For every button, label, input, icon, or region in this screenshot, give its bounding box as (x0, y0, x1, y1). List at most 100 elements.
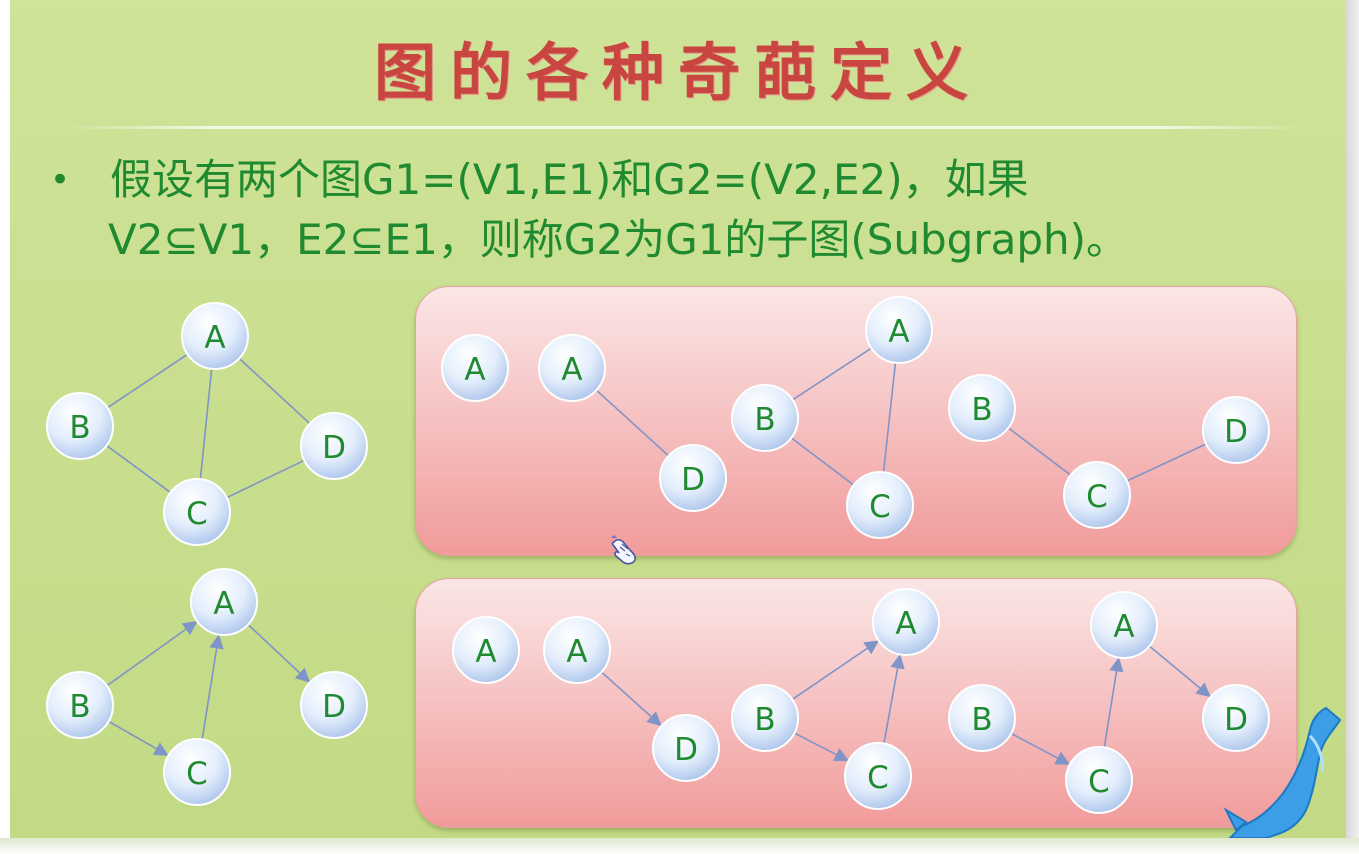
undirected-subgraph-3-node-C: C (846, 471, 914, 539)
slide: 图的各种奇葩定义 • 假设有两个图G1=(V1,E1)和G2=(V2,E2)，如… (10, 0, 1346, 838)
directed-subgraph-2-node-label-A: A (566, 634, 587, 670)
graph-1-node-circle-A (181, 302, 249, 370)
slide-title: 图的各种奇葩定义 (373, 36, 982, 109)
undirected-subgraph-3-node-label-B: B (754, 402, 775, 438)
undirected-subgraph-3-node-circle-A (865, 296, 933, 364)
undirected-subgraph-4-node-circle-B (948, 374, 1016, 442)
undirected-subgraph-3-node-B: B (731, 384, 799, 452)
directed-subgraph-3-node-label-C: C (867, 760, 889, 796)
directed-subgraph-4-node-C: C (1065, 746, 1133, 814)
graph-1-node-D: D (300, 412, 368, 480)
undirected-subgraph-4-node-label-B: B (971, 392, 992, 428)
directed-subgraph-1-node-label-A: A (475, 634, 496, 670)
undirected-subgraph-3-edge-A-C (882, 362, 897, 473)
directed-subgraph-4-node-circle-A (1090, 591, 1158, 659)
undirected-subgraph-2-node-circle-D (659, 444, 727, 512)
graph-2-node-label-D: D (322, 689, 346, 725)
graph-2-edge-A-D (247, 623, 311, 683)
undirected-subgraph-4-node-circle-D (1202, 396, 1270, 464)
graph-1-node-label-C: C (186, 496, 208, 532)
undirected-subgraph-2-node-label-A: A (561, 352, 582, 388)
directed-subgraph-2-edge-A-D (601, 671, 662, 727)
directed-subgraph-3-node-label-A: A (895, 606, 916, 642)
undirected-subgraph-3-node-label-A: A (888, 314, 909, 350)
directed-subgraph-4-edge-A-D (1148, 645, 1211, 698)
graph-2-edge-B-A (106, 620, 198, 687)
graph-1-edge-B-C (106, 444, 171, 494)
undirected-subgraph-1-node-label-A: A (464, 352, 485, 388)
directed-subgraph-4-node-B: B (948, 684, 1016, 752)
directed-subgraph-4-node-label-B: B (971, 702, 992, 738)
directed-subgraph-3-node-C: C (844, 742, 912, 810)
directed-subgraph-3-edge-B-C (793, 732, 850, 762)
graph-2-node-label-C: C (186, 756, 208, 792)
directed-subgraph-3-node-B: B (731, 684, 799, 752)
graph-1-node-label-D: D (322, 430, 346, 466)
directed-subgraph-4-node-label-C: C (1088, 764, 1110, 800)
directed-subgraph-2-node-A: A (543, 616, 611, 684)
directed-subgraph-1-node-A: A (452, 616, 520, 684)
undirected-subgraph-4-node-D: D (1202, 396, 1270, 464)
hand-pointer-icon (611, 535, 636, 565)
bullet-marker: • (50, 160, 71, 200)
undirected-subgraph-4-node-C: C (1063, 461, 1131, 529)
directed-subgraph-3-node-label-B: B (754, 702, 775, 738)
graph-2-node-circle-B (46, 671, 114, 739)
directed-subgraph-3-edge-C-A (883, 654, 905, 744)
graph-1-node-label-B: B (69, 410, 90, 446)
directed-subgraph-3-node-circle-A (872, 588, 940, 656)
undirected-subgraph-4-edge-C-D (1126, 443, 1207, 482)
window-bottom-edge (0, 838, 1359, 854)
graph-1-edge-A-B (107, 353, 188, 409)
directed-subgraph-2-node-label-D: D (674, 732, 698, 768)
dolphin-icon (1223, 706, 1342, 838)
directed-subgraph-3-edge-B-A (791, 640, 880, 701)
undirected-subgraph-3-edge-B-C (790, 437, 855, 486)
undirected-subgraph-3-node-circle-B (731, 384, 799, 452)
directed-subgraph-4-node-circle-C (1065, 746, 1133, 814)
definition-line-2: V2⊆V1，E2⊆E1，则称G2为G1的子图(Subgraph)。 (108, 215, 1128, 264)
directed-subgraph-4-node-label-D: D (1224, 702, 1248, 738)
directed-subgraph-4-node-label-A: A (1113, 609, 1134, 645)
window-right-edge (1346, 0, 1359, 854)
graph-2-edge-C-A (201, 634, 224, 740)
graph-1-edge-C-D (226, 459, 305, 499)
undirected-subgraph-1-node-A: A (441, 334, 509, 402)
graph-1-node-circle-C (163, 478, 231, 546)
undirected-subgraph-3-node-A: A (865, 296, 933, 364)
undirected-subgraph-4-node-label-C: C (1086, 479, 1108, 515)
graph-1-node-label-A: A (204, 320, 225, 356)
undirected-subgraph-3-edge-A-B (792, 347, 872, 401)
directed-subgraph-2-node-circle-D (652, 714, 720, 782)
undirected-subgraph-2-node-A: A (538, 334, 606, 402)
directed-subgraph-4-edge-B-C (1010, 732, 1071, 765)
graph-2-node-D: D (300, 671, 368, 739)
definition-line-1: 假设有两个图G1=(V1,E1)和G2=(V2,E2)，如果 (110, 155, 1029, 204)
graph-2-edge-B-C (108, 720, 169, 756)
directed-subgraph-4-edge-C-A (1103, 657, 1124, 748)
graph-1-node-B: B (46, 392, 114, 460)
directed-subgraph-3-node-circle-C (844, 742, 912, 810)
directed-subgraph-1-node-circle-A (452, 616, 520, 684)
graph-1-node-circle-B (46, 392, 114, 460)
graph-1-node-A: A (181, 302, 249, 370)
directed-subgraph-4-node-circle-D (1202, 684, 1270, 752)
undirected-subgraph-1-node-circle-A (441, 334, 509, 402)
graph-1-edge-A-C (199, 368, 213, 480)
directed-subgraph-2-node-circle-A (543, 616, 611, 684)
undirected-subgraph-3-node-label-C: C (869, 489, 891, 525)
directed-subgraph-2-node-D: D (652, 714, 720, 782)
undirected-subgraph-2-node-circle-A (538, 334, 606, 402)
directed-subgraph-4-node-circle-B (948, 684, 1016, 752)
undirected-subgraph-4-edge-B-C (1007, 427, 1072, 476)
title-divider (60, 126, 1310, 129)
graph-2-node-label-A: A (213, 586, 234, 622)
undirected-subgraph-4-node-label-D: D (1224, 414, 1248, 450)
graph-1-node-C: C (163, 478, 231, 546)
undirected-subgraph-3-node-circle-C (846, 471, 914, 539)
directed-subgraph-3-node-A: A (872, 588, 940, 656)
graph-2-node-circle-C (163, 738, 231, 806)
graph-2-node-B: B (46, 671, 114, 739)
graph-2-node-circle-D (300, 671, 368, 739)
